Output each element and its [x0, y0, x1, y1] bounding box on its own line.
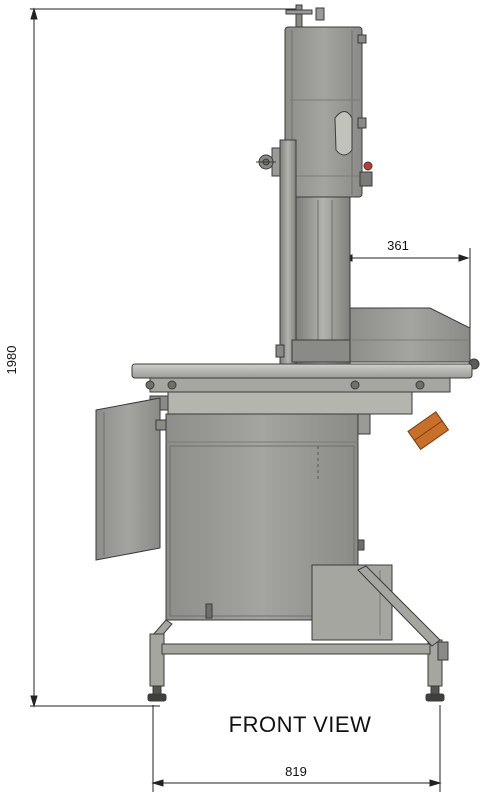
- orange-pad: [407, 411, 450, 451]
- diagonal-brace: [357, 565, 441, 647]
- motor-housing: [95, 397, 167, 561]
- red-knob: [363, 161, 373, 171]
- height-label: 1980: [4, 346, 19, 375]
- width-dimension: [151, 705, 442, 792]
- leveling-feet: [147, 685, 445, 702]
- view-caption: FRONT VIEW: [228, 712, 372, 737]
- arrow-left: [151, 779, 164, 787]
- depth-label: 361: [387, 238, 409, 253]
- height-dimension: [30, 7, 300, 708]
- arrow-top: [30, 7, 38, 20]
- band-saw-machine: [95, 4, 480, 702]
- tension-handle: [285, 4, 325, 28]
- arrow-depth-right: [458, 254, 470, 262]
- cross-bar: [161, 643, 431, 655]
- upper-head-housing: [284, 26, 373, 198]
- front-leg: [149, 633, 165, 687]
- rear-support: [311, 564, 393, 641]
- arrow-bottom: [30, 695, 38, 708]
- blade-guard-window: [334, 111, 353, 156]
- width-label: 819: [285, 764, 307, 779]
- base-frame: [149, 565, 449, 687]
- work-table: [131, 363, 473, 393]
- arrow-right: [429, 779, 442, 787]
- rear-arm: [349, 307, 480, 370]
